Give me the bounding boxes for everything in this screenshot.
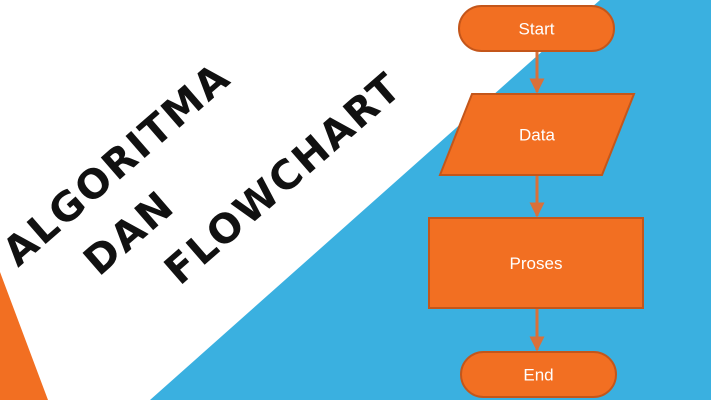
node-data[interactable]: Data [438, 93, 636, 176]
data-label: Data [519, 126, 555, 145]
start-terminator-shape [458, 5, 615, 52]
node-process[interactable]: Proses [428, 217, 644, 309]
node-start[interactable]: Start [458, 5, 615, 52]
orange-corner-accent [0, 272, 48, 400]
flowchart-nodes: Start Data Proses End [428, 5, 644, 398]
data-parallelogram-shape [438, 93, 636, 176]
start-label: Start [519, 20, 555, 39]
end-label: End [523, 366, 553, 385]
process-rectangle-shape [428, 217, 644, 309]
end-terminator-shape [460, 351, 617, 398]
process-label: Proses [510, 254, 563, 273]
node-end[interactable]: End [460, 351, 617, 398]
